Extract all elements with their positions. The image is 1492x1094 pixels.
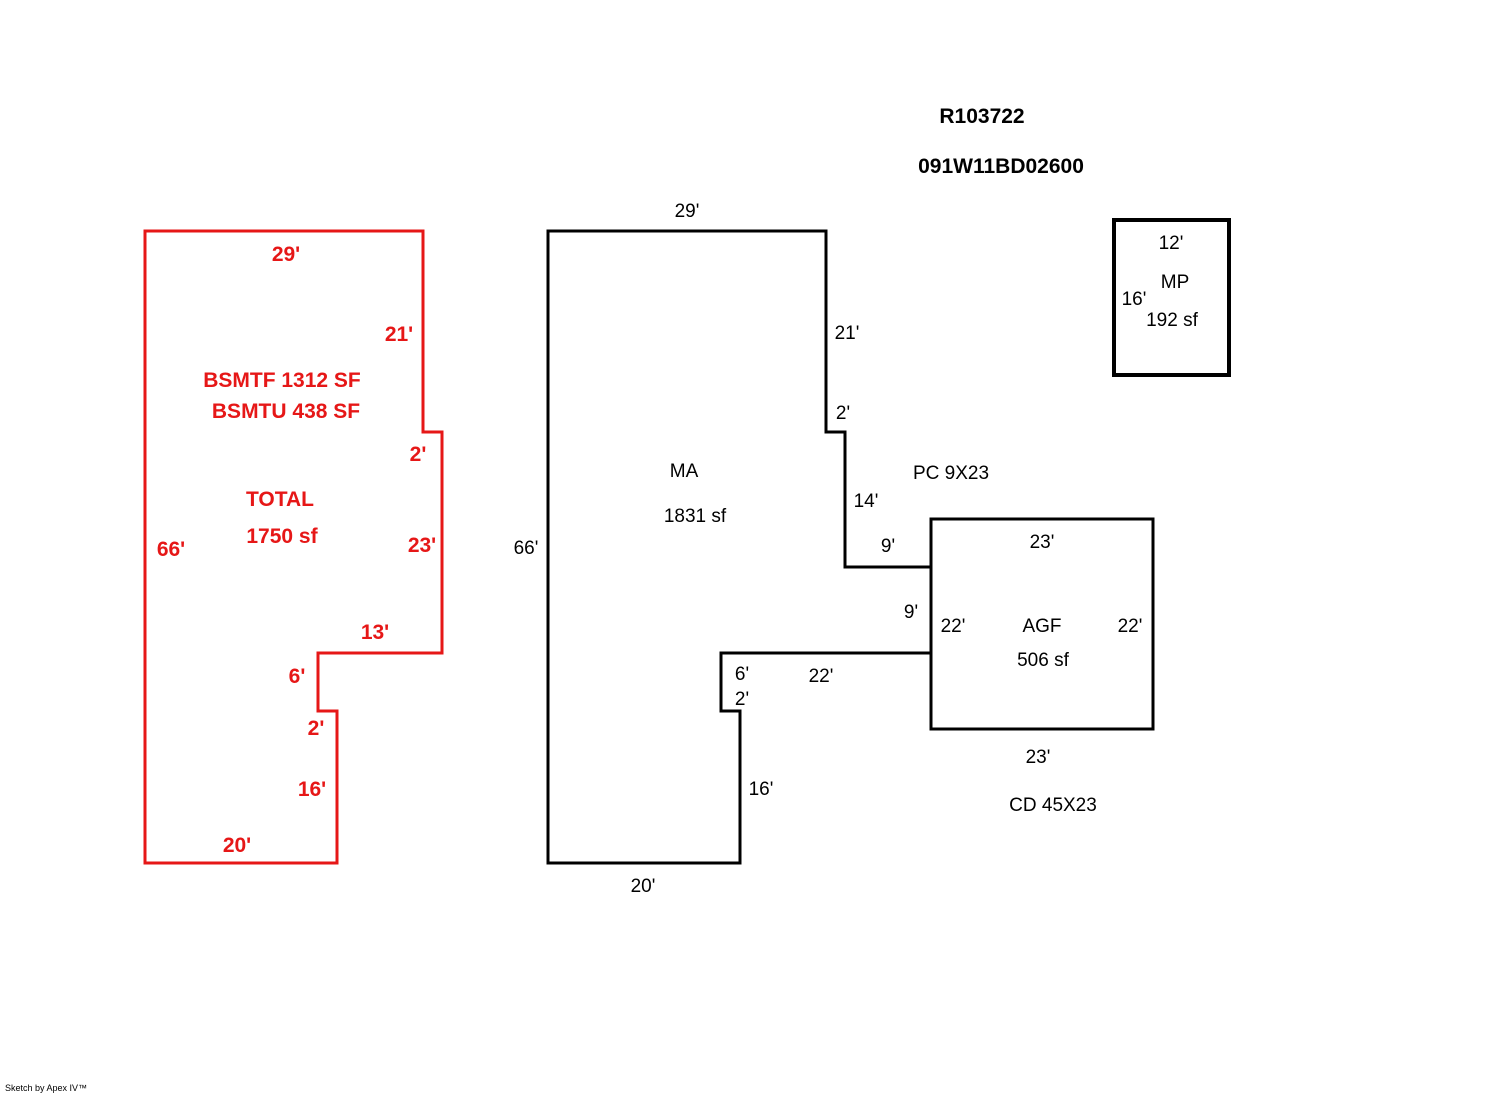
main-area-size: 1831 sf [664, 506, 727, 527]
main-dim-porch-edge: 9' [881, 536, 895, 557]
basement-line2: BSMTU 438 SF [212, 400, 360, 423]
main-dim-bottom: 20' [631, 876, 656, 897]
garage-dim-right: 22' [1118, 616, 1143, 637]
garage-dim-top: 23' [1030, 532, 1055, 553]
main-dim-step-jog: 2' [836, 403, 850, 424]
main-dim-connector: 9' [904, 602, 918, 623]
mp-area: 192 sf [1146, 310, 1198, 331]
basement-total-label: TOTAL [246, 488, 314, 511]
basement-dim-notch-vertical: 6' [289, 665, 306, 688]
main-dim-right-upper: 21' [835, 323, 860, 344]
garage-dim-bottom: 23' [1026, 747, 1051, 768]
sketch-credit: Sketch by Apex IV™ [5, 1083, 87, 1093]
main-dim-left: 66' [514, 538, 539, 559]
basement-dim-right-lower: 16' [298, 778, 326, 801]
basement-dim-left: 66' [157, 538, 185, 561]
parcel-id: R103722 [939, 105, 1024, 128]
basement-dim-right-upper: 21' [385, 323, 413, 346]
basement-dim-bottom: 20' [223, 834, 251, 857]
mp-label: MP [1161, 272, 1190, 293]
garage-dim-left: 22' [941, 616, 966, 637]
garage-outline [929, 517, 1155, 731]
basement-dim-top: 29' [272, 243, 300, 266]
main-dim-notch-vertical: 6' [735, 664, 749, 685]
deck-label: CD 45X23 [1009, 795, 1097, 816]
garage-label: AGF [1022, 616, 1061, 637]
main-area-outline [546, 229, 933, 865]
main-dim-right-lower: 16' [749, 779, 774, 800]
garage-area: 506 sf [1017, 650, 1069, 671]
basement-line1: BSMTF 1312 SF [203, 369, 361, 392]
basement-dim-ledge: 13' [361, 621, 389, 644]
main-area-label: MA [670, 461, 699, 482]
mp-dim-top: 12' [1159, 233, 1184, 254]
main-dim-ledge: 22' [809, 666, 834, 687]
mp-dim-left: 16' [1122, 289, 1147, 310]
main-dim-right-mid: 14' [854, 491, 879, 512]
mp-outline [1112, 218, 1231, 377]
basement-total-value: 1750 sf [246, 525, 318, 548]
basement-dim-right-mid: 23' [408, 534, 436, 557]
map-tax-lot: 091W11BD02600 [918, 155, 1084, 178]
basement-dim-notch-jog: 2' [308, 717, 325, 740]
basement-outline [143, 229, 444, 865]
main-dim-top: 29' [675, 201, 700, 222]
basement-dim-step-jog: 2' [410, 443, 427, 466]
main-dim-notch-jog: 2' [735, 689, 749, 710]
porch-label: PC 9X23 [913, 463, 989, 484]
